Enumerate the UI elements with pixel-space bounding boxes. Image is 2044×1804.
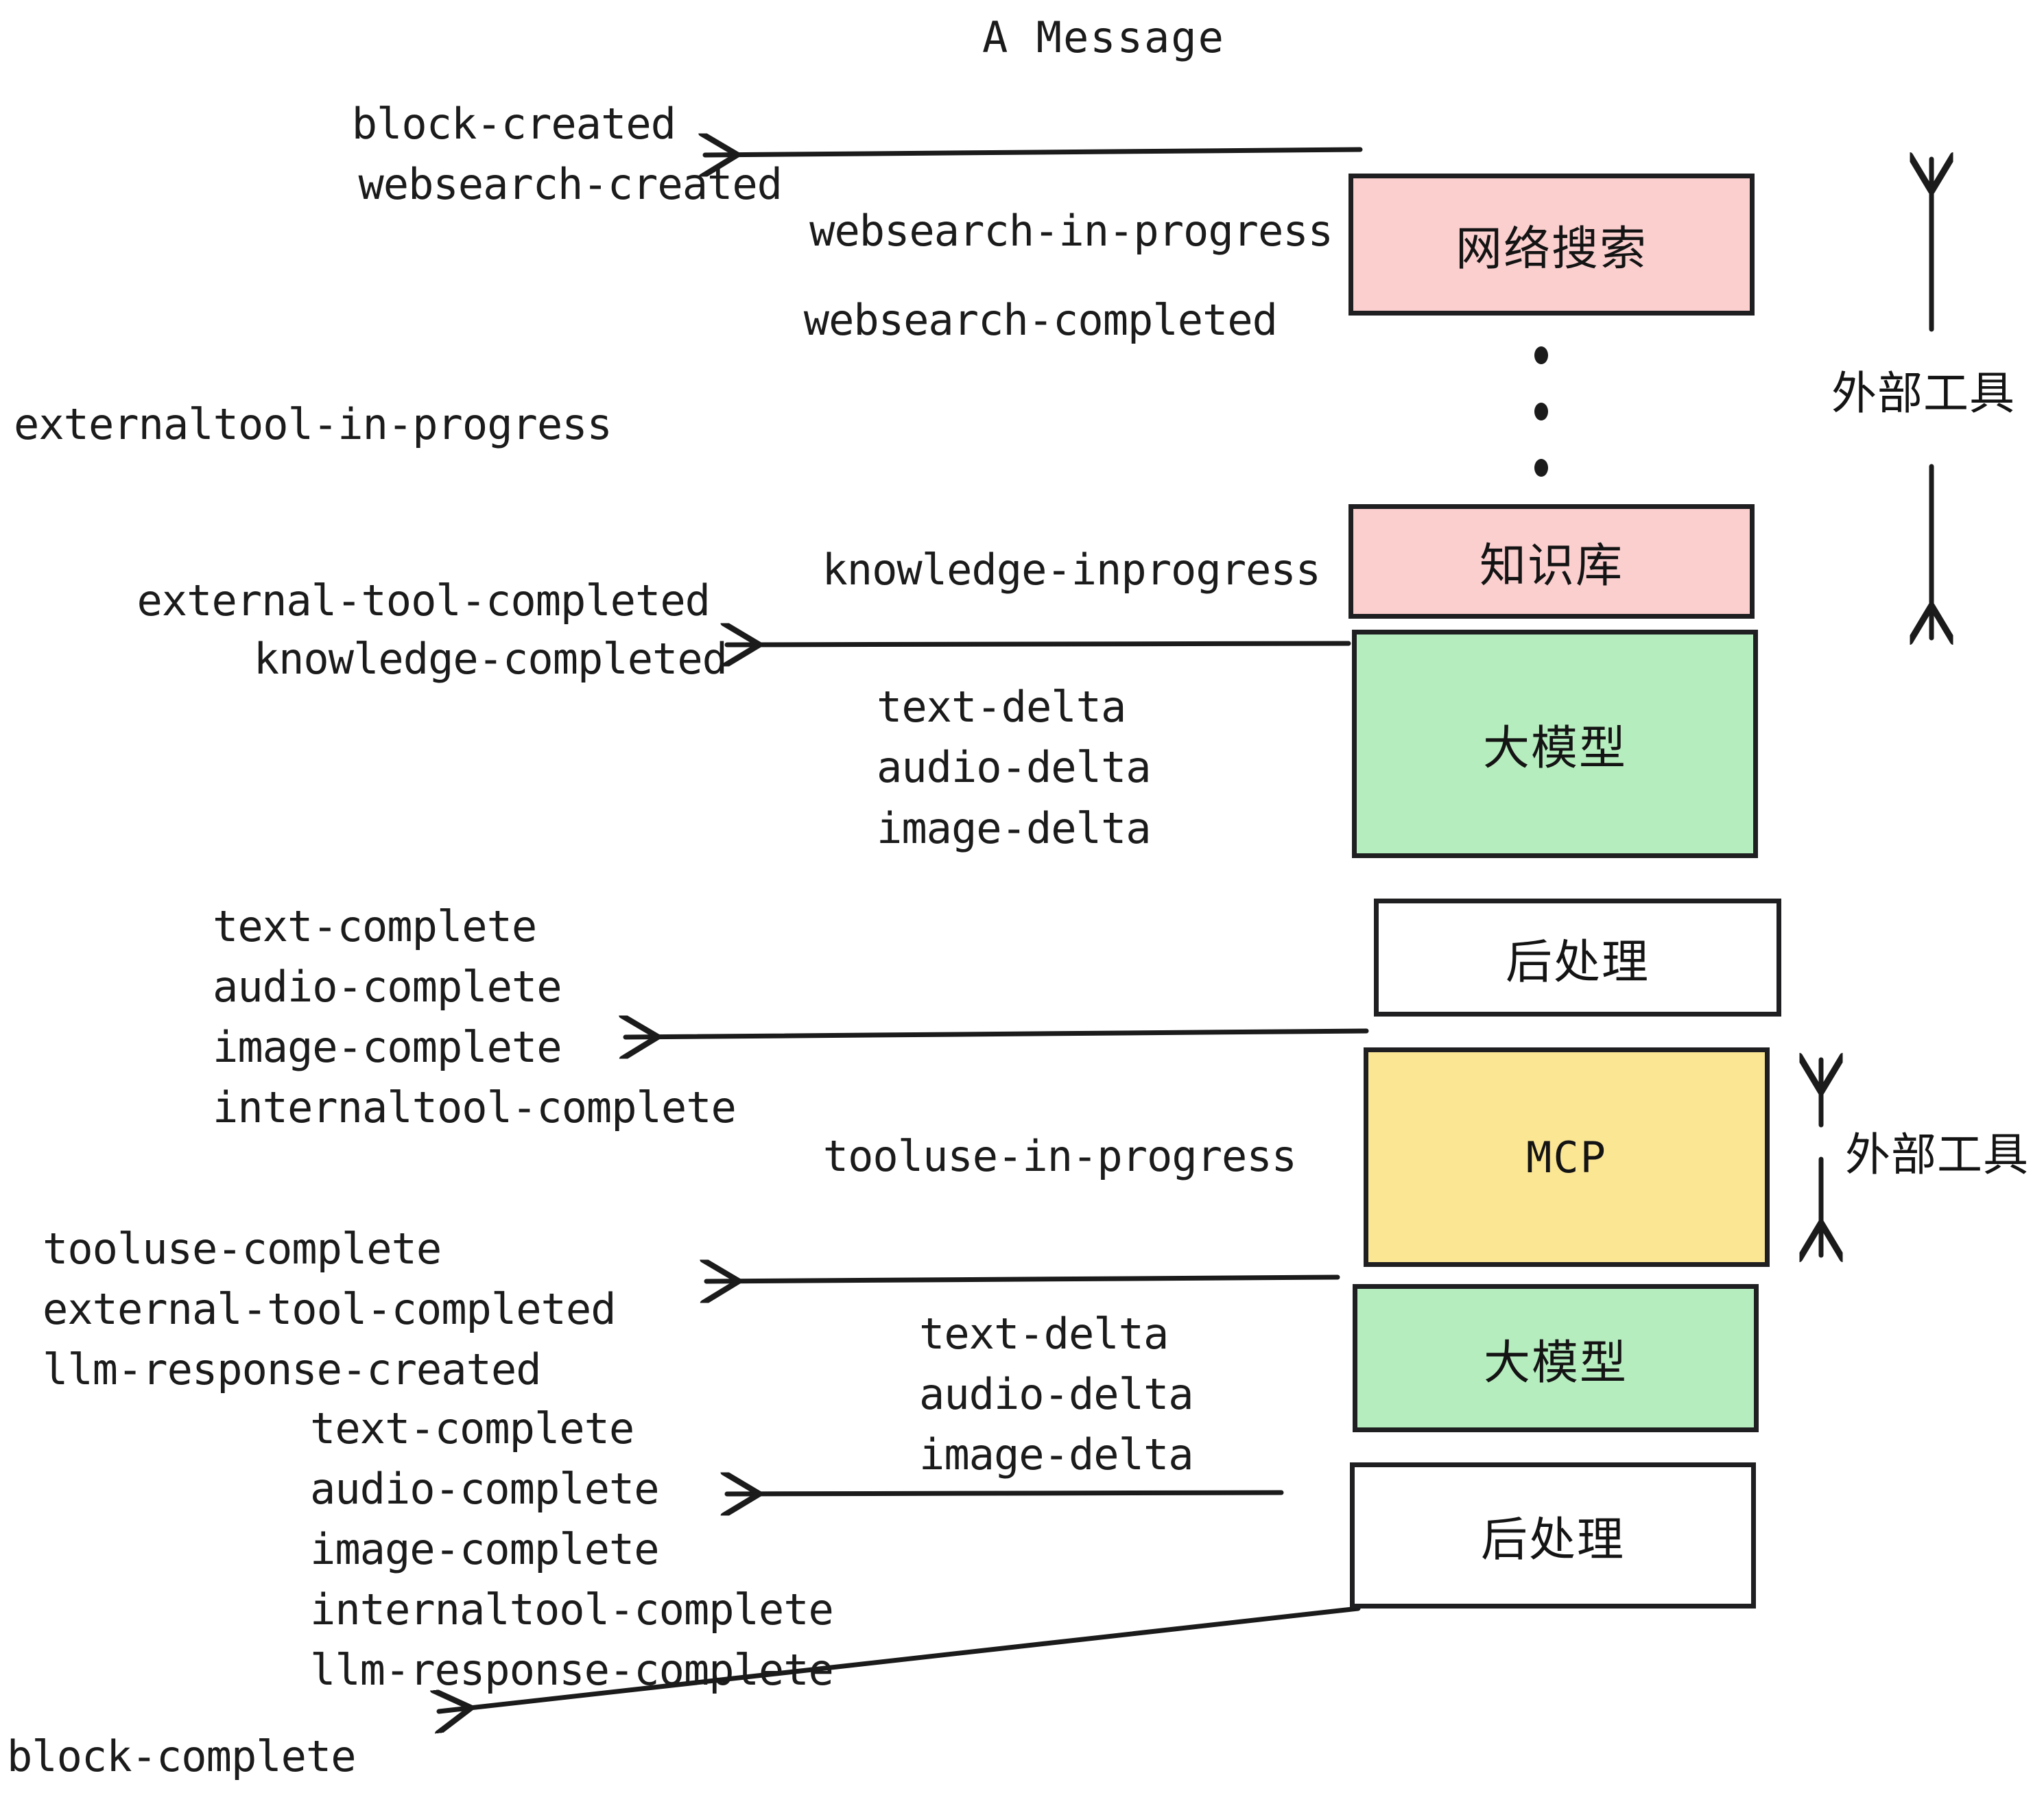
event-audio-complete-1: audio-complete — [213, 962, 562, 1012]
event-internaltool-complete-1: internaltool-complete — [213, 1082, 737, 1132]
event-external-tool-completed-2: external-tool-completed — [43, 1284, 617, 1334]
node-post-bottom-label: 后处理 — [1480, 1513, 1625, 1567]
event-audio-delta-2: audio-delta — [919, 1369, 1194, 1419]
event-image-complete-2: image-complete — [310, 1524, 660, 1574]
node-llm-bottom-label: 大模型 — [1483, 1336, 1628, 1390]
event-llm-response-complete: llm-response-complete — [310, 1645, 834, 1695]
node-knowledge-label: 知识库 — [1479, 539, 1624, 593]
event-internaltool-complete-2: internaltool-complete — [310, 1585, 834, 1635]
event-websearch-created: websearch-created — [358, 159, 783, 209]
event-websearch-in-progress: websearch-in-progress — [809, 206, 1333, 256]
arrow-block-created — [705, 150, 1363, 155]
node-post-bottom[interactable]: 后处理 — [1350, 1462, 1756, 1609]
arrow-tooluse-complete — [706, 1277, 1340, 1281]
event-knowledge-inprogress: knowledge-inprogress — [822, 545, 1321, 595]
event-text-complete-1: text-complete — [213, 901, 537, 951]
arrow-audio-complete — [727, 1493, 1284, 1494]
event-llm-response-created: llm-response-created — [43, 1344, 542, 1394]
dot-1 — [1534, 346, 1548, 364]
node-llm-bottom[interactable]: 大模型 — [1353, 1284, 1759, 1432]
event-websearch-completed: websearch-completed — [803, 295, 1278, 345]
event-external-tool-completed-1: external-tool-completed — [136, 575, 711, 626]
node-llm-top-label: 大模型 — [1482, 722, 1627, 776]
event-text-complete-2: text-complete — [310, 1403, 634, 1453]
dot-2 — [1534, 403, 1548, 420]
node-llm-top[interactable]: 大模型 — [1352, 630, 1758, 858]
event-audio-complete-2: audio-complete — [310, 1464, 660, 1514]
side-label-external-tools-bottom: 外部工具 — [1845, 1128, 2029, 1181]
event-image-delta-2: image-delta — [919, 1429, 1194, 1480]
node-post-top[interactable]: 后处理 — [1374, 899, 1781, 1017]
event-audio-delta-1: audio-delta — [877, 742, 1152, 792]
arrow-knowledge-completed — [727, 643, 1351, 645]
dot-3 — [1534, 459, 1548, 477]
ellipsis-dots — [1533, 346, 1549, 477]
event-image-delta-1: image-delta — [877, 803, 1152, 853]
event-externaltool-in-progress: externaltool-in-progress — [14, 399, 613, 449]
node-post-top-label: 后处理 — [1505, 935, 1650, 990]
event-tooluse-complete: tooluse-complete — [43, 1224, 442, 1274]
arrow-image-complete — [626, 1031, 1369, 1037]
page-title: A Message — [982, 12, 1225, 62]
event-text-delta-2: text-delta — [919, 1309, 1169, 1359]
event-knowledge-completed: knowledge-completed — [253, 634, 728, 684]
side-label-external-tools-top: 外部工具 — [1831, 367, 2015, 420]
event-block-created: block-created — [351, 99, 676, 149]
node-mcp[interactable]: MCP — [1364, 1047, 1770, 1267]
node-websearch[interactable]: 网络搜索 — [1348, 174, 1755, 316]
node-mcp-label: MCP — [1526, 1132, 1607, 1183]
event-text-delta-1: text-delta — [877, 682, 1126, 732]
event-image-complete-1: image-complete — [213, 1022, 562, 1072]
node-websearch-label: 网络搜索 — [1455, 222, 1648, 276]
node-knowledge[interactable]: 知识库 — [1348, 504, 1755, 619]
event-tooluse-in-progress: tooluse-in-progress — [822, 1131, 1297, 1181]
event-block-complete: block-complete — [7, 1731, 357, 1781]
